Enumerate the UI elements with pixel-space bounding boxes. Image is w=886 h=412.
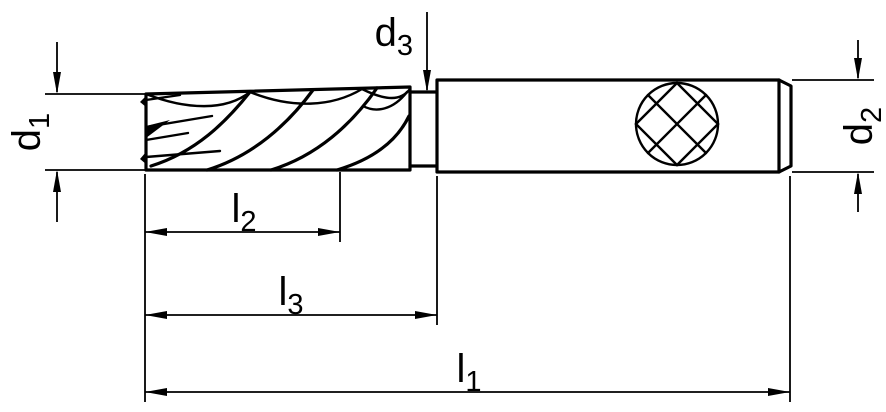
label-d1-sub: 1	[24, 113, 56, 129]
dimension-l2: l2	[145, 172, 341, 242]
shank-body	[435, 78, 793, 174]
label-d1: d1	[5, 113, 56, 151]
label-d2: d2	[837, 107, 886, 145]
label-l3: l3	[278, 270, 303, 321]
label-d3-sub: 3	[397, 30, 413, 62]
dimension-l3: l3	[145, 176, 438, 325]
label-l2-base: l	[231, 187, 240, 231]
endmill-outline	[140, 78, 793, 174]
dimension-d2: d2	[792, 40, 886, 212]
flute-helix-lines	[149, 86, 411, 172]
neck	[408, 90, 439, 168]
label-d2-sub: 2	[856, 107, 886, 123]
symbol-cross-icon	[646, 93, 708, 155]
label-l3-sub: 3	[287, 289, 303, 321]
dimension-d1: d1	[5, 42, 146, 222]
label-l3-base: l	[278, 270, 287, 314]
symbol-diamond	[634, 81, 720, 167]
label-l1-base: l	[456, 347, 465, 391]
dimension-l1: l1	[145, 176, 791, 402]
label-l2-sub: 2	[240, 206, 256, 238]
label-l1-sub: 1	[465, 366, 481, 398]
label-d3-base: d	[375, 11, 397, 55]
label-l1: l1	[456, 347, 481, 398]
label-d3: d3	[375, 11, 413, 62]
label-d2-base: d	[837, 123, 881, 145]
label-l2: l2	[231, 187, 256, 238]
shank-cross-circle-symbol	[634, 81, 720, 167]
dimension-d3: d3	[375, 11, 431, 92]
end-teeth	[140, 93, 222, 164]
label-d1-base: d	[5, 129, 49, 151]
